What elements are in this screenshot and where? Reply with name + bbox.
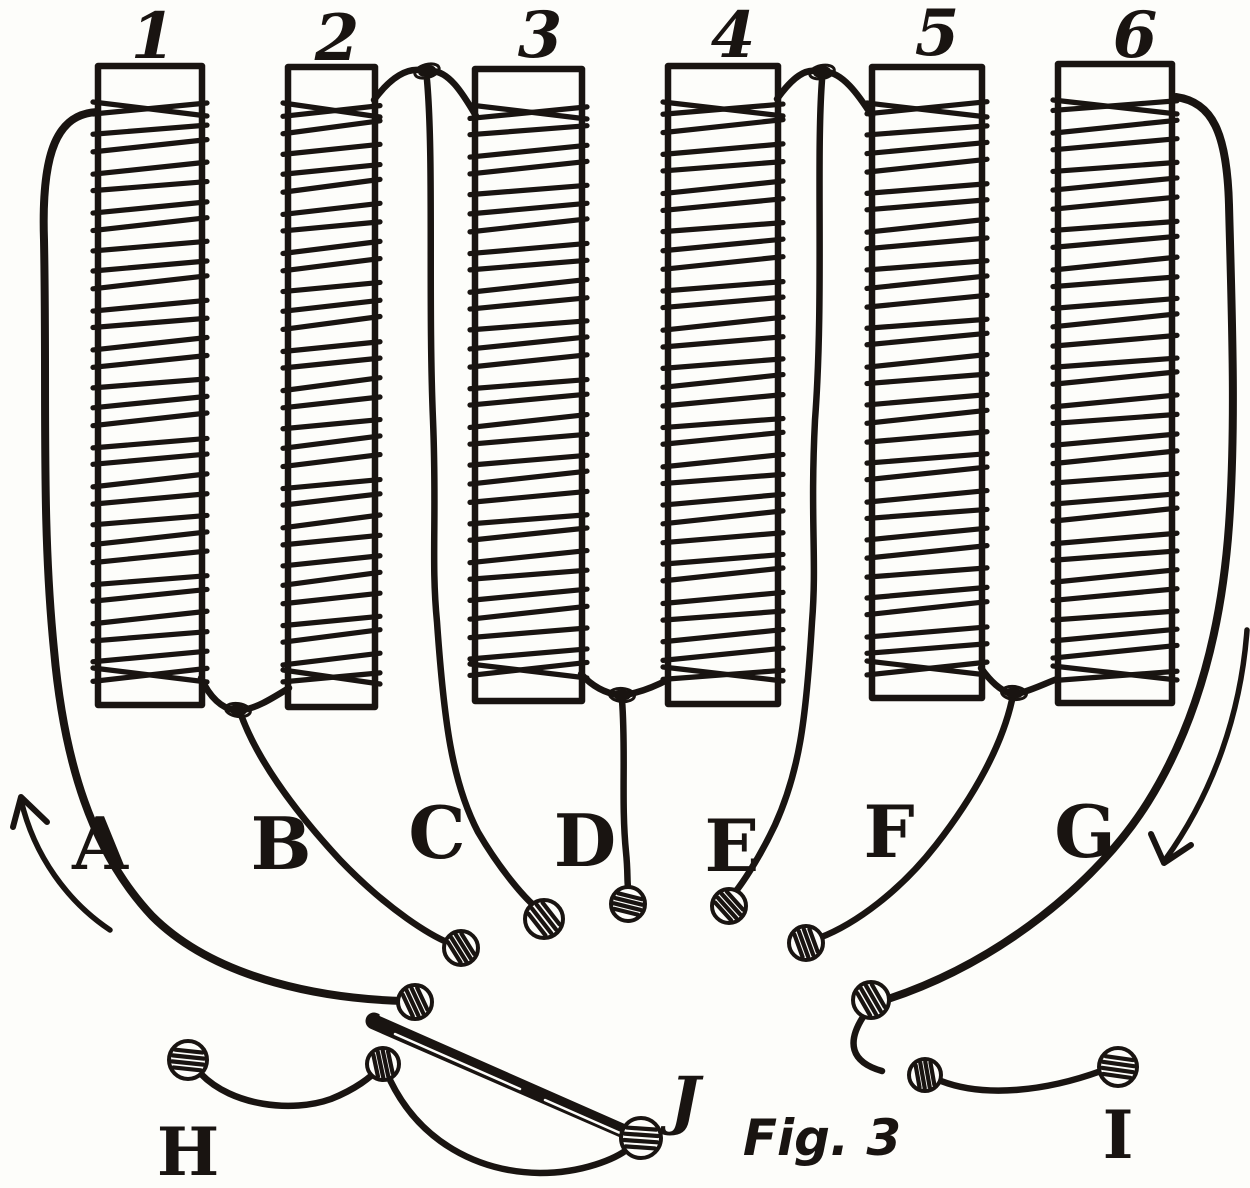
coil-1-winding <box>90 99 210 685</box>
coil-3 <box>467 65 590 705</box>
coil-1 <box>90 62 210 709</box>
link-bot-knot-to-coil6 <box>1013 675 1061 698</box>
label-coil-3: 3 <box>518 0 563 73</box>
label-I: I <box>1103 1096 1134 1174</box>
label-coil-1: 1 <box>131 0 176 74</box>
label-B: B <box>251 801 312 886</box>
wire-B <box>236 708 453 947</box>
terminal-contact-D <box>609 885 647 923</box>
label-H: H <box>157 1113 219 1188</box>
switch-arm <box>365 1012 647 1145</box>
link-top-knot-to-coil3 <box>426 67 480 120</box>
coil-5 <box>864 63 990 702</box>
coil-6 <box>1050 60 1180 707</box>
wire-D <box>618 696 632 891</box>
label-G: G <box>1054 789 1116 874</box>
label-F: F <box>863 789 914 874</box>
wire-A <box>39 108 408 1005</box>
coil-6-winding <box>1050 97 1180 684</box>
terminal-contact-C <box>523 898 565 940</box>
rotation-arrow-right <box>1148 627 1250 866</box>
terminal-H <box>167 1039 209 1081</box>
coil-3-frame <box>471 65 586 705</box>
label-D: D <box>554 798 616 883</box>
label-C: C <box>408 790 465 875</box>
terminal-contact-B <box>442 929 480 967</box>
junction-coil5-coil6 <box>1000 684 1028 702</box>
terminal-contact-F <box>787 924 825 962</box>
junction-coil1-coil2 <box>224 701 252 719</box>
wire-H-to-left-post <box>197 1065 382 1110</box>
wire-F <box>815 696 1016 942</box>
terminal-pivot-J <box>619 1116 663 1160</box>
link-coil3-to-bot-knot <box>577 670 623 699</box>
wire-E <box>728 76 826 900</box>
label-A: A <box>71 801 129 886</box>
wire-G <box>884 93 1237 1003</box>
junction-coil3-coil4 <box>608 686 636 704</box>
figure-caption: Fig. 3 <box>743 1109 901 1167</box>
label-E: E <box>705 803 760 888</box>
coil-5-winding <box>864 99 990 678</box>
label-J: J <box>659 1063 704 1138</box>
label-coil-5: 5 <box>915 0 960 71</box>
wire-left-post-to-J <box>386 1076 633 1177</box>
terminal-contact-E <box>710 887 748 925</box>
rotation-arrow-right-head-icon <box>1148 831 1194 866</box>
label-coil-2: 2 <box>314 1 360 76</box>
terminal-I <box>1097 1046 1139 1088</box>
link-coil4-to-top-knot <box>773 67 823 103</box>
coil-4-winding <box>660 99 786 684</box>
junction-coil2-coil3 <box>413 62 441 80</box>
terminal-binding-post-right <box>907 1057 943 1093</box>
wire-right-post-to-I <box>937 1067 1105 1094</box>
coil-4 <box>660 62 786 708</box>
link-top-knot-to-coil5 <box>821 68 876 120</box>
coil-2-winding <box>280 100 383 687</box>
terminal-contact-A <box>396 983 434 1021</box>
rotation-arrow-left <box>10 794 113 933</box>
wire-G-to-right-post <box>850 1013 886 1075</box>
coil-2-frame <box>284 63 379 711</box>
terminal-contact-G <box>851 980 891 1020</box>
coil-2 <box>280 63 383 711</box>
junction-coil4-coil5 <box>808 63 836 81</box>
rotation-arrow-left-head-icon <box>10 794 50 830</box>
label-coil-6: 6 <box>1113 0 1158 73</box>
terminal-binding-post-left <box>365 1046 401 1082</box>
label-coil-4: 4 <box>711 0 756 73</box>
coil-3-winding <box>467 102 590 681</box>
wire-C <box>423 76 542 913</box>
